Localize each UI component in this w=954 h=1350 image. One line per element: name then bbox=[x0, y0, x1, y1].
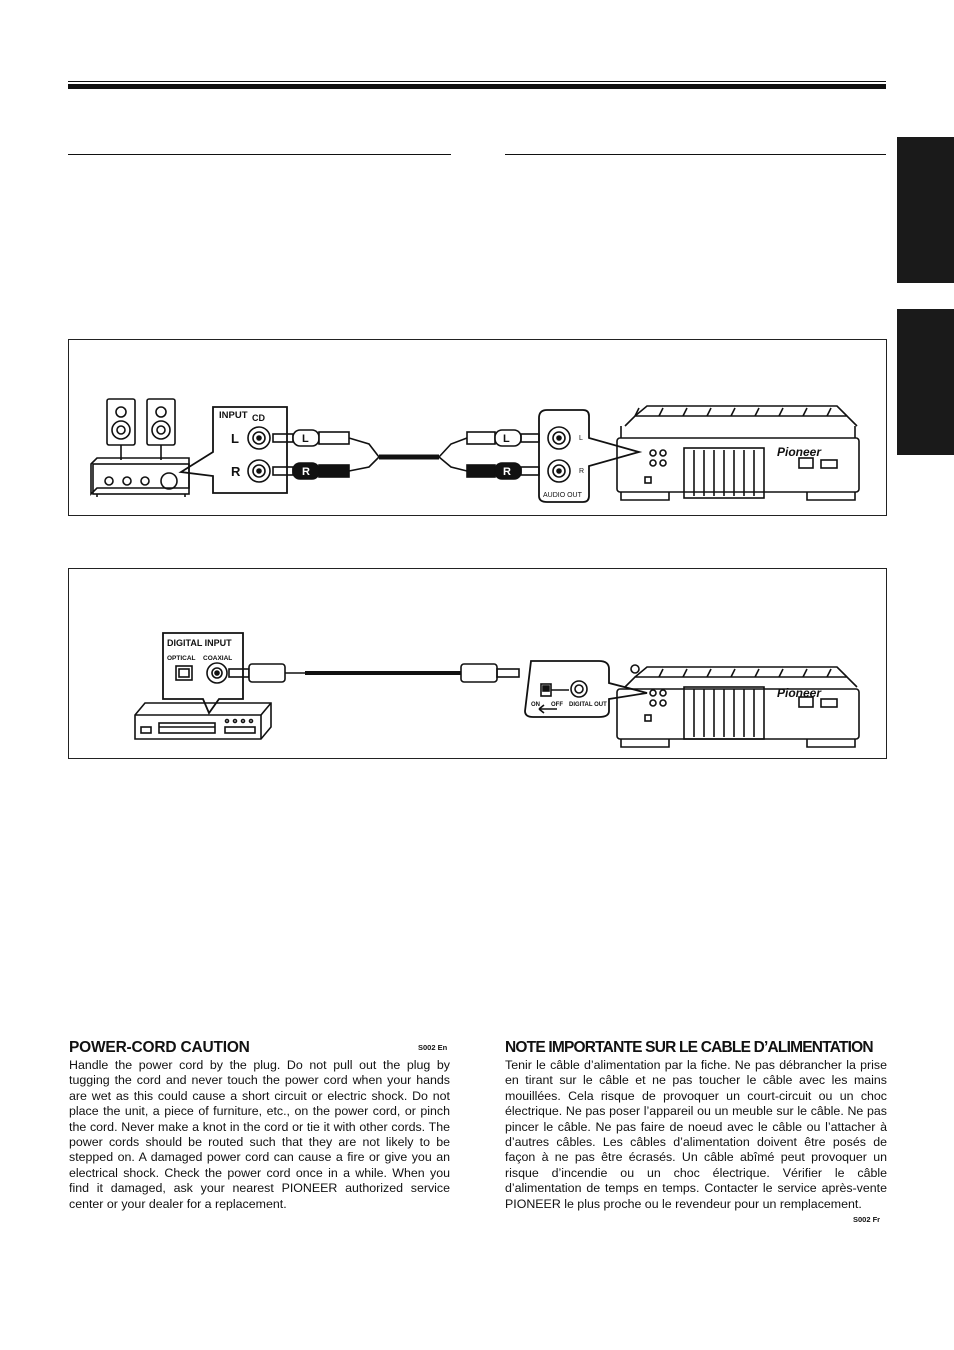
pioneer-logo-2: Pioneer bbox=[777, 686, 822, 700]
left-column-rule bbox=[68, 154, 451, 155]
coaxial-label: COAXIAL bbox=[203, 655, 232, 662]
caution-en-body: Handle the power cord by the plug. Do no… bbox=[69, 1058, 450, 1211]
language-tab-1 bbox=[897, 137, 954, 283]
speaker-right-icon bbox=[146, 398, 176, 446]
header-rule-thick bbox=[68, 84, 886, 89]
plug2-left-label: L bbox=[503, 433, 510, 445]
input-label: INPUT bbox=[219, 410, 248, 421]
cd-recorder-icon bbox=[134, 702, 272, 740]
plug2-right-label: R bbox=[503, 466, 511, 478]
caution-fr-title: NOTE IMPORTANTE SUR LE CABLE D’ALIMENTAT… bbox=[505, 1039, 874, 1056]
cd-label: CD bbox=[252, 413, 265, 423]
header-rule-thin bbox=[68, 81, 886, 82]
input-right-label: R bbox=[231, 464, 241, 479]
input-left-label: L bbox=[231, 431, 239, 446]
analog-connection-diagram: INPUT CD L R L R L R L R AUDIO OUT Pione… bbox=[68, 339, 887, 516]
caution-fr-body: Tenir le câble d’alimentation par la fic… bbox=[505, 1058, 887, 1211]
digital-out-label: DIGITAL OUT bbox=[569, 702, 607, 708]
language-tab-2 bbox=[897, 309, 954, 455]
plug-right-label: R bbox=[302, 466, 310, 478]
off-label: OFF bbox=[551, 702, 563, 708]
plug-left-label: L bbox=[302, 433, 309, 445]
caution-fr-code: S002 Fr bbox=[853, 1215, 881, 1224]
right-column-rule bbox=[505, 154, 886, 155]
on-label: ON bbox=[531, 702, 540, 708]
amplifier-icon bbox=[90, 457, 190, 497]
digital-connection-diagram: DIGITAL INPUT OPTICAL COAXIAL ON OFF DIG… bbox=[68, 568, 887, 759]
audio-out-label: AUDIO OUT bbox=[543, 492, 583, 499]
cd-player-rear-icon-2 bbox=[616, 664, 860, 748]
optical-label: OPTICAL bbox=[167, 655, 196, 662]
caution-en-title: POWER-CORD CAUTION bbox=[69, 1039, 250, 1056]
jack-left-small-label: L bbox=[579, 435, 583, 442]
speaker-left-icon bbox=[106, 398, 136, 446]
caution-en-code: S002 En bbox=[418, 1043, 448, 1052]
cd-player-rear-icon bbox=[616, 405, 860, 501]
jack-right-small-label: R bbox=[579, 468, 584, 475]
pioneer-logo: Pioneer bbox=[777, 445, 822, 459]
digital-input-label: DIGITAL INPUT bbox=[167, 638, 232, 648]
